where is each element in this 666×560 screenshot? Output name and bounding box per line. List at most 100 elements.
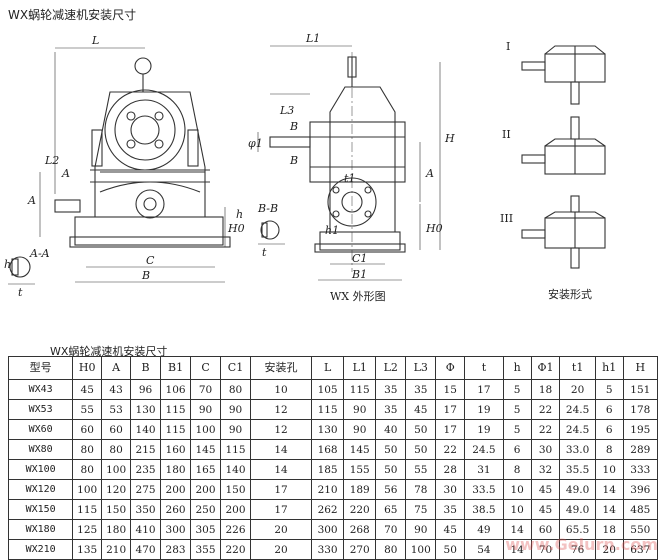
table-cell: 210	[101, 539, 132, 560]
table-cell: 15	[435, 379, 466, 400]
dim-label: t	[18, 286, 23, 299]
table-cell: 50	[375, 459, 407, 480]
table-cell: 305	[190, 519, 222, 540]
table-cell: 80	[220, 379, 251, 400]
table-cell: 50	[405, 419, 437, 440]
table-cell: 20	[559, 379, 596, 400]
table-cell: 12	[249, 419, 313, 440]
model-cell: WX100	[7, 459, 74, 480]
table-cell: 80	[375, 539, 407, 560]
front-view-caption: WX 外形图	[330, 290, 386, 303]
table-cell: 49.0	[559, 479, 596, 500]
table-cell: 260	[160, 499, 192, 520]
table-cell: 195	[622, 419, 659, 440]
table-cell: 262	[311, 499, 345, 520]
mount-label-i: I	[506, 40, 510, 53]
table-cell: 40	[375, 419, 407, 440]
dim-label: t1	[344, 172, 355, 185]
table-cell: 150	[220, 479, 251, 500]
dim-label: L1	[305, 32, 320, 45]
table-cell: 200	[160, 479, 192, 500]
model-cell: WX120	[7, 479, 74, 500]
table-cell: 215	[130, 439, 162, 460]
table-cell: 275	[130, 479, 162, 500]
table-cell: 60	[72, 419, 103, 440]
table-cell: 130	[130, 399, 162, 420]
table-cell: 96	[130, 379, 162, 400]
table-cell: 22	[530, 399, 561, 420]
table-cell: 115	[311, 399, 345, 420]
column-header: L1	[343, 356, 377, 380]
table-cell: 45	[435, 519, 466, 540]
table-cell: 55	[405, 459, 437, 480]
dim-label: L3	[279, 104, 294, 117]
table-cell: 75	[405, 499, 437, 520]
mount-position-iii	[521, 195, 606, 269]
table-cell: 120	[101, 479, 132, 500]
table-cell: 200	[220, 499, 251, 520]
dim-label: A	[425, 167, 434, 180]
model-cell: WX80	[7, 439, 74, 460]
column-header: L3	[405, 356, 437, 380]
table-cell: 80	[101, 439, 132, 460]
model-cell: WX53	[7, 399, 74, 420]
column-header: h1	[594, 356, 624, 380]
table-cell: 17	[249, 479, 313, 500]
table-cell: 180	[160, 459, 192, 480]
table-cell: 180	[101, 519, 132, 540]
section-label: B-B	[257, 202, 278, 215]
table-cell: 106	[160, 379, 192, 400]
column-header: B1	[160, 356, 192, 380]
table-cell: 22	[530, 419, 561, 440]
dim-label: A	[61, 167, 70, 180]
table-cell: 24.5	[559, 419, 596, 440]
table-cell: 55	[72, 399, 103, 420]
table-cell: 470	[130, 539, 162, 560]
table-cell: 200	[190, 479, 222, 500]
table-cell: 53	[101, 399, 132, 420]
table-cell: 185	[311, 459, 345, 480]
table-cell: 78	[405, 479, 437, 500]
table-cell: 90	[220, 419, 251, 440]
table-cell: 145	[343, 439, 377, 460]
table-cell: 35.5	[559, 459, 596, 480]
table-cell: 70	[190, 379, 222, 400]
dim-label: h	[4, 258, 11, 271]
table-cell: 5	[594, 379, 624, 400]
table-cell: 235	[130, 459, 162, 480]
table-cell: 100	[72, 479, 103, 500]
table-cell: 90	[220, 399, 251, 420]
section-b-b	[258, 220, 285, 245]
dim-label: B	[289, 120, 298, 133]
section-a-a	[8, 256, 35, 285]
dim-label: L2	[44, 154, 59, 167]
dim-label: h	[236, 208, 243, 221]
technical-drawing: L L2 A A B C H0 L1 L3 B B φ1 t1 h1 A H0 …	[4, 32, 606, 303]
table-cell: 49.0	[559, 499, 596, 520]
table-cell: 43	[101, 379, 132, 400]
column-header: C	[190, 356, 222, 380]
table-cell: 485	[622, 499, 659, 520]
table-cell: 50	[435, 539, 466, 560]
model-cell: WX60	[7, 419, 74, 440]
page-title: WX蜗轮减速机安装尺寸	[8, 8, 137, 22]
table-cell: 14	[249, 439, 313, 460]
table-cell: 220	[220, 539, 251, 560]
table-cell: 54	[464, 539, 504, 560]
table-caption: WX蜗轮减速机安装尺寸	[50, 345, 168, 358]
table-cell: 20	[249, 539, 313, 560]
table-cell: 160	[160, 439, 192, 460]
column-header: A	[101, 356, 132, 380]
table-cell: 33.5	[464, 479, 504, 500]
table-cell: 145	[190, 439, 222, 460]
column-header: t1	[559, 356, 596, 380]
model-cell: WX150	[7, 499, 74, 520]
column-header: t	[464, 356, 504, 380]
table-cell: 140	[220, 459, 251, 480]
table-cell: 70	[530, 539, 561, 560]
dim-label: C1	[352, 252, 367, 265]
table-cell: 22	[435, 439, 466, 460]
table-cell: 19	[464, 419, 504, 440]
table-cell: 90	[190, 399, 222, 420]
